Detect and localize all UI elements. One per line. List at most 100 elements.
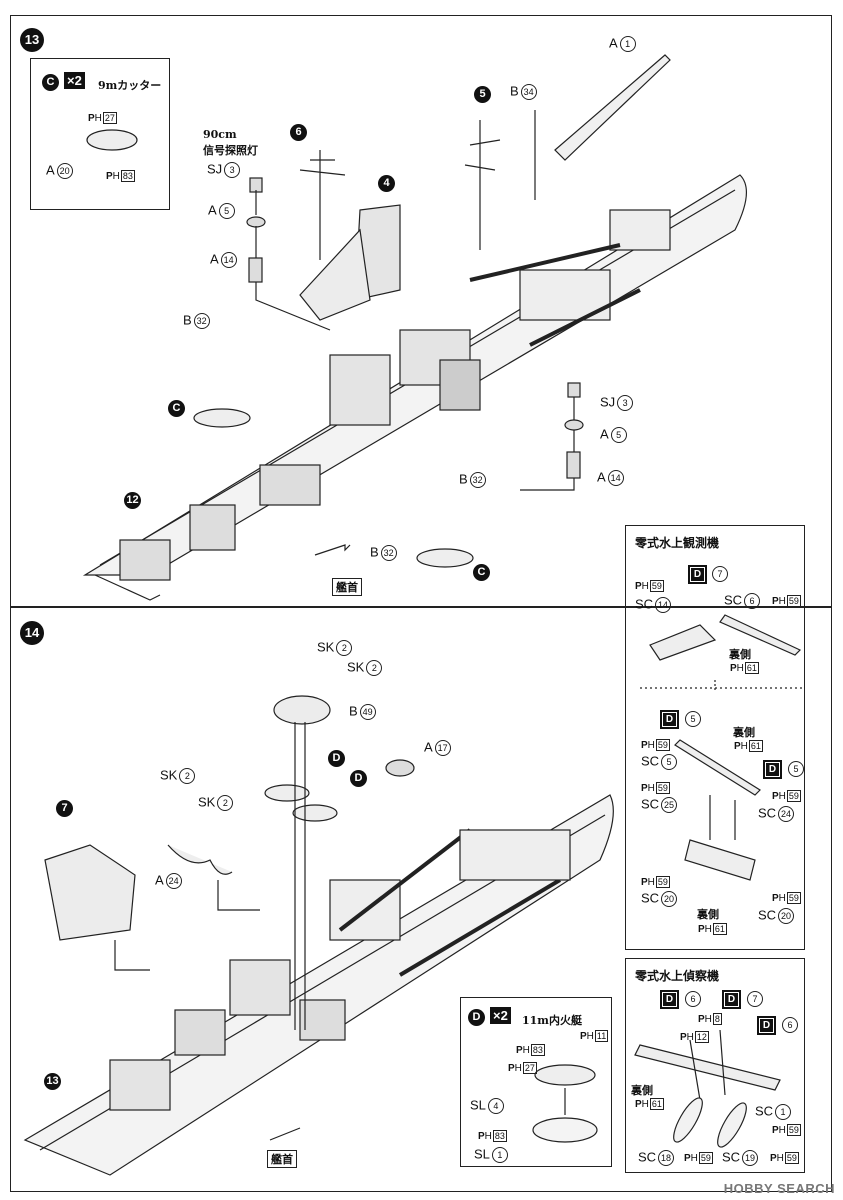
- step-14-number: 14: [20, 621, 44, 645]
- ph-number: 59: [655, 876, 670, 888]
- recon-plane-panel: [625, 958, 805, 1173]
- underside-label-2: 裏側: [733, 726, 755, 739]
- underside-label-1: 裏側: [729, 648, 751, 661]
- part-letter: SK: [198, 794, 216, 810]
- part-number: 2: [336, 640, 353, 656]
- part-number: 3: [224, 162, 241, 178]
- ph-sub: H: [484, 1131, 492, 1142]
- ph-number: 59: [784, 1152, 799, 1164]
- searchlight-title-line1: 90cm: [203, 128, 237, 141]
- ph-sub: H: [686, 1032, 694, 1043]
- ph-number: 61: [744, 662, 759, 674]
- ph-sub: H: [704, 1014, 712, 1025]
- part-letter: SC: [758, 907, 777, 923]
- ph-number: 59: [698, 1152, 713, 1164]
- part-number: 19: [742, 1150, 759, 1166]
- decal-d7-marker: D: [722, 990, 741, 1009]
- ph-number: 11: [594, 1030, 609, 1042]
- ph-prefix: P: [772, 1125, 779, 1136]
- decal-d6-marker-a: D: [660, 990, 679, 1009]
- bow-label-13: 艦首: [332, 578, 362, 596]
- part-number: 2: [366, 660, 383, 676]
- part-letter: A: [46, 162, 55, 178]
- recon-underside-label: 裏側: [631, 1084, 653, 1097]
- part-letter: SC: [641, 753, 660, 769]
- part-letter: B: [510, 83, 519, 99]
- ph-number: 59: [786, 595, 801, 607]
- subassembly-13-marker: 13: [44, 1073, 61, 1090]
- searchlight-title-line2: 信号探照灯: [203, 144, 258, 157]
- ph-prefix: P: [772, 791, 779, 802]
- part-number: 5: [661, 754, 678, 770]
- part-letter: SC: [641, 890, 660, 906]
- ph-sub: H: [94, 113, 102, 124]
- ph-prefix: P: [684, 1153, 691, 1164]
- cutter-quantity: ×2: [64, 72, 85, 89]
- launch-inset-panel: [460, 997, 612, 1167]
- ph-number: 83: [120, 170, 135, 182]
- ph-sub: H: [112, 171, 120, 182]
- ph-number: 83: [530, 1044, 545, 1056]
- part-number: 32: [380, 545, 397, 561]
- ph-number: 59: [786, 1124, 801, 1136]
- part-number: 20: [778, 908, 795, 924]
- decal-d5-marker-b: D: [763, 760, 782, 779]
- ph-sub: H: [778, 1125, 786, 1136]
- part-number: 25: [661, 797, 678, 813]
- ph-number: 83: [492, 1130, 507, 1142]
- part-number: 5: [610, 427, 627, 443]
- subassembly-5-marker: 5: [474, 86, 491, 103]
- part-number: 32: [469, 472, 486, 488]
- part-number: 14: [607, 470, 624, 486]
- ph-prefix: P: [478, 1131, 485, 1142]
- bow-label-14: 艦首: [267, 1150, 297, 1168]
- ph-prefix: P: [516, 1045, 523, 1056]
- part-number: 4: [487, 1098, 504, 1114]
- ph-prefix: P: [641, 877, 648, 888]
- decal-d6-number-a: 6: [685, 991, 701, 1007]
- cutter-title: 9mカッター: [98, 79, 162, 92]
- decal-d-marker: D: [688, 565, 707, 584]
- part-letter: A: [210, 251, 219, 267]
- part-letter: A: [600, 426, 609, 442]
- part-letter: SL: [474, 1146, 490, 1162]
- part-number: 14: [655, 597, 672, 613]
- cutter-c-marker-right: C: [473, 564, 490, 581]
- ph-prefix: P: [106, 171, 113, 182]
- part-letter: SC: [724, 592, 743, 608]
- ph-sub: H: [522, 1045, 530, 1056]
- part-number: 3: [617, 395, 634, 411]
- part-letter: B: [370, 544, 379, 560]
- part-letter: SJ: [600, 394, 616, 410]
- ph-number: 59: [786, 892, 801, 904]
- part-letter: SC: [638, 1149, 657, 1165]
- ph-sub: H: [778, 791, 786, 802]
- part-letter: SL: [470, 1097, 486, 1113]
- part-letter: SC: [755, 1103, 774, 1119]
- ph-sub: H: [736, 663, 744, 674]
